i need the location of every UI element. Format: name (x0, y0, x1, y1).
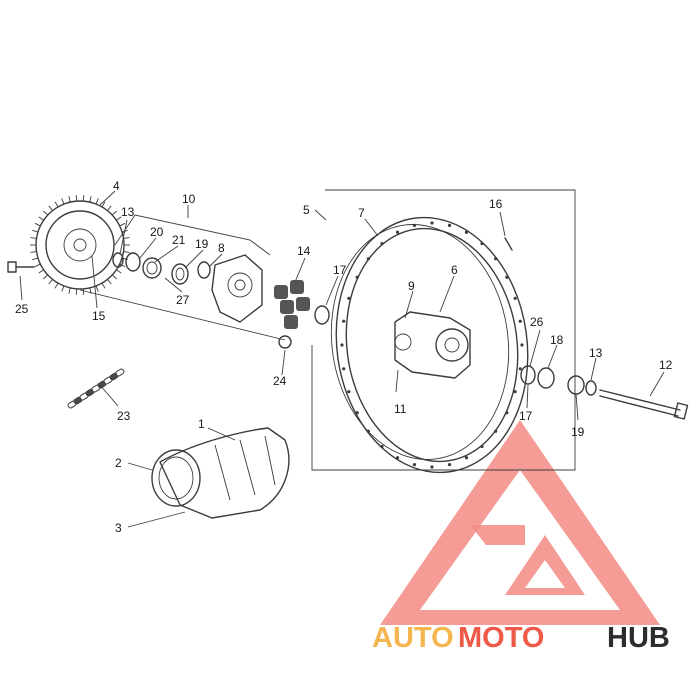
callout-13-right: 13 (589, 346, 603, 360)
bearing-17-left-icon (314, 305, 330, 325)
callout-13-left: 13 (121, 205, 135, 219)
callout-15: 15 (92, 309, 106, 323)
valve-16-icon (504, 237, 513, 251)
chain-icon (67, 368, 125, 409)
callout-9: 9 (408, 279, 415, 293)
callout-22: 21 (172, 233, 186, 247)
callout-16: 16 (489, 197, 503, 211)
watermark-word-moto: MOTO (458, 622, 544, 654)
logo-triangle-icon (380, 420, 660, 625)
nut-23-icon (278, 335, 292, 349)
callout-2: 2 (115, 456, 122, 470)
axle-icon (599, 389, 689, 420)
watermark-word-hub: HUB (607, 622, 670, 654)
spacer-parts-icon (112, 252, 211, 285)
sprocket-carrier-icon (211, 254, 263, 323)
callout-17-left: 17 (333, 263, 347, 277)
callout-11: 11 (394, 402, 407, 416)
callout-3: 3 (115, 521, 122, 535)
watermark-wordmark: AUTO MOTO HUB (372, 622, 670, 654)
callout-18: 18 (550, 333, 564, 347)
watermark-word-auto: AUTO (372, 622, 454, 654)
bolt-24-icon (7, 261, 35, 273)
callout-4: 4 (113, 179, 120, 193)
leader-lines (19, 190, 665, 528)
callout-labels: 4 13 10 20 21 19 8 27 15 25 14 24 17 5 7… (15, 179, 673, 535)
callout-6: 6 (451, 263, 458, 277)
callout-27: 27 (176, 293, 190, 307)
callout-5: 5 (303, 203, 310, 217)
axis-line-a (79, 289, 286, 341)
callout-20: 19 (195, 237, 209, 251)
rim-icon (330, 216, 529, 474)
hub-icon (394, 311, 471, 379)
callout-19: 19 (571, 425, 585, 439)
callout-24: 25 (15, 302, 29, 316)
cush-rubbers-icon (274, 280, 310, 329)
wheel-group-bracket (311, 189, 576, 471)
callout-8: 8 (218, 241, 225, 255)
tyre-icon (151, 427, 290, 519)
callout-14: 14 (297, 244, 311, 258)
callout-12: 12 (659, 358, 673, 372)
hub-group-bracket (114, 214, 271, 256)
callout-1: 1 (198, 417, 205, 431)
callout-26: 26 (530, 315, 544, 329)
callout-17-right: 17 (519, 409, 533, 423)
right-spacers-icon (520, 365, 597, 396)
callout-23: 24 (273, 374, 287, 388)
callout-21: 20 (150, 225, 164, 239)
callout-10: 10 (182, 192, 196, 206)
callout-25: 23 (117, 409, 131, 423)
sprocket-icon (30, 195, 130, 295)
callout-7: 7 (358, 206, 365, 220)
